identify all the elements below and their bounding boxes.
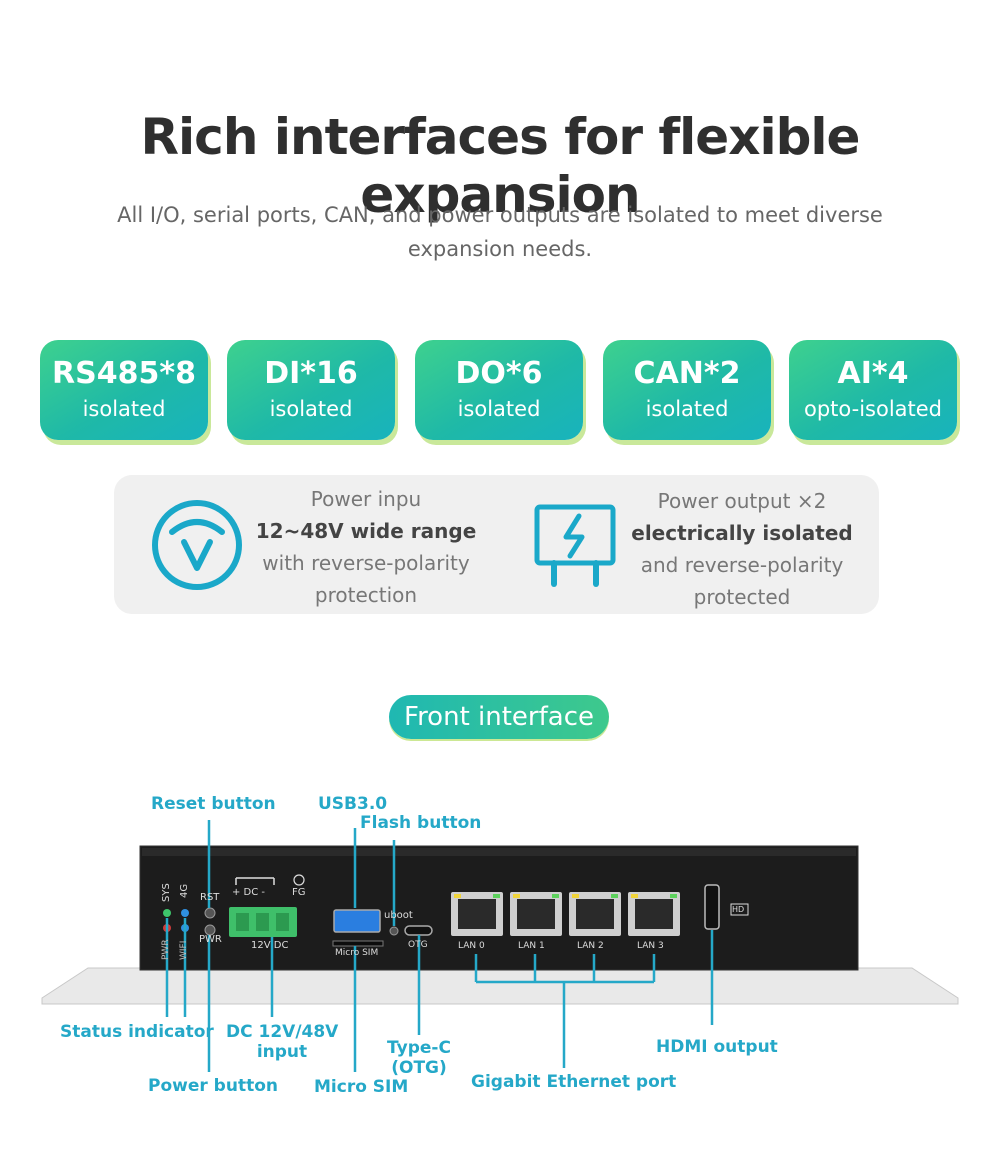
device-hd: HD: [732, 905, 745, 914]
label-dc-line2: input: [256, 1042, 308, 1062]
lan-ports: [451, 892, 680, 936]
device-fg: FG: [292, 887, 306, 898]
device-led-sys: SYS: [161, 883, 172, 902]
label-dc-input: DC 12V/48V input: [226, 1022, 338, 1062]
device-rst: RST: [200, 892, 220, 903]
badge-caption: isolated: [82, 397, 166, 421]
power-output-icon: [534, 504, 616, 587]
front-interface-heading: Front interface: [389, 695, 609, 739]
device-lan2: LAN 2: [577, 941, 604, 951]
device-lan3: LAN 3: [637, 941, 664, 951]
power-input-text: Power inpu 12~48V wide range with revers…: [246, 483, 486, 611]
label-typec-line1: Type-C: [387, 1038, 451, 1058]
badge-caption: opto-isolated: [803, 397, 943, 421]
power-output-line3: and reverse-polarity: [640, 553, 844, 577]
label-ethernet: Gigabit Ethernet port: [471, 1072, 677, 1092]
label-usb: USB3.0: [318, 794, 388, 814]
badge-title: DI*16: [264, 356, 358, 391]
page-title: Rich interfaces for flexible expansion: [140, 108, 861, 224]
label-typec-line2: (OTG): [391, 1058, 447, 1078]
label-reset-button: Reset button: [151, 794, 276, 814]
power-input-line4: protection: [314, 583, 418, 607]
device-front-illustration: [41, 820, 959, 1072]
device-otg: OTG: [408, 940, 428, 950]
label-micro-sim: Micro SIM: [314, 1077, 409, 1097]
badge-di: DI*16 isolated: [227, 340, 395, 440]
label-flash-button: Flash button: [360, 813, 482, 833]
power-output-line2: electrically isolated: [631, 521, 853, 545]
power-output-text: Power output ×2 electrically isolated an…: [622, 485, 862, 613]
label-power-button: Power button: [148, 1076, 278, 1096]
label-status-indicator: Status indicator: [60, 1022, 214, 1042]
badge-can: CAN*2 isolated: [603, 340, 771, 440]
power-output-line4: protected: [693, 585, 791, 609]
power-input-line3: with reverse-polarity: [262, 551, 470, 575]
badge-title: CAN*2: [633, 356, 741, 391]
device-lan1: LAN 1: [518, 941, 545, 951]
device-led-4g: 4G: [179, 883, 190, 898]
label-type-c: Type-C (OTG): [379, 1038, 459, 1078]
badge-ai: AI*4 opto-isolated: [789, 340, 957, 440]
power-output-line1: Power output ×2: [657, 489, 827, 513]
device-microsim: Micro SIM: [335, 948, 379, 958]
label-dc-line1: DC 12V/48V: [226, 1022, 339, 1042]
badge-caption: isolated: [645, 397, 729, 421]
badge-caption: isolated: [269, 397, 353, 421]
badge-title: AI*4: [837, 356, 909, 391]
device-led-pwr: PWR: [161, 939, 171, 960]
device-pwr: PWR: [199, 934, 222, 945]
device-led-wifi: WIFI: [179, 940, 189, 960]
power-input-line1: Power inpu: [310, 487, 422, 511]
power-input-line2: 12~48V wide range: [255, 519, 477, 543]
badge-title: DO*6: [455, 356, 543, 391]
badge-do: DO*6 isolated: [415, 340, 583, 440]
device-12vdc: 12V DC: [251, 940, 289, 951]
device-dc: + DC -: [232, 887, 266, 898]
device-uboot: uboot: [384, 910, 413, 921]
badge-rs485: RS485*8 isolated: [40, 340, 208, 440]
device-lan0: LAN 0: [458, 941, 485, 951]
badge-title: RS485*8: [52, 356, 196, 391]
page-subtitle: All I/O, serial ports, CAN, and power ou…: [117, 203, 883, 261]
badge-caption: isolated: [457, 397, 541, 421]
label-hdmi: HDMI output: [656, 1037, 778, 1057]
voltage-icon: [152, 500, 242, 590]
